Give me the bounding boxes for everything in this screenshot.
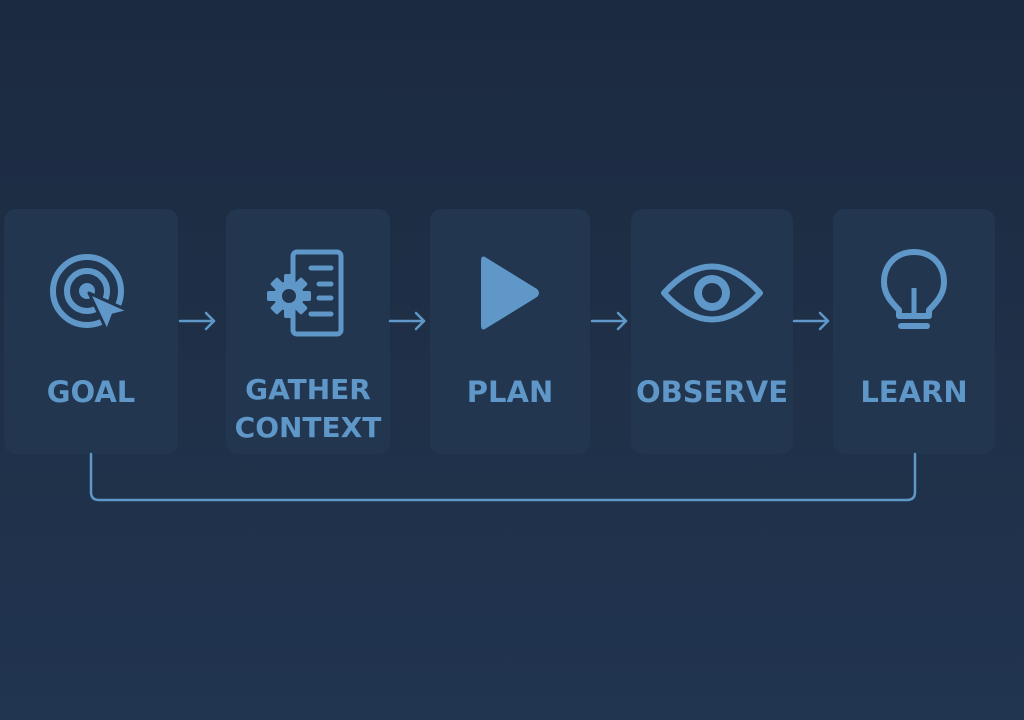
arrow-right-icon [590,311,628,331]
arrow-right-icon [792,311,830,331]
eye-icon [631,247,793,339]
step-label: OBSERVE [635,375,789,409]
step-label: PLAN [466,375,554,409]
play-icon [430,247,590,339]
lightbulb-icon [833,247,995,339]
gear-document-icon [226,247,390,339]
step-plan-card: PLAN [430,209,590,454]
step-label: GOAL [46,375,136,409]
step-observe-card: OBSERVE [631,209,793,454]
step-label: LEARN [860,375,968,409]
step-gather-context-card: GATHER CONTEXT [226,209,390,454]
step-goal-card: GOAL [4,209,178,454]
target-cursor-icon [4,247,178,339]
step-learn-card: LEARN [833,209,995,454]
arrow-right-icon [178,311,216,331]
feedback-loop-line [89,452,917,502]
arrow-right-icon [388,311,426,331]
step-label: GATHER CONTEXT [234,373,382,444]
